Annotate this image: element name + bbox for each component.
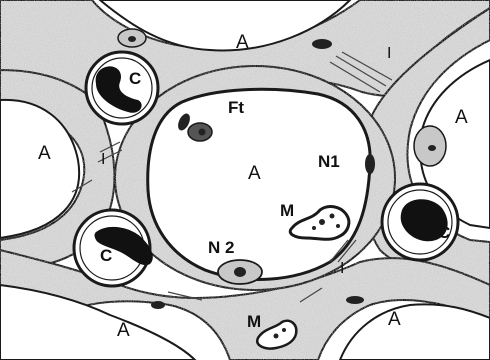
macrophage-inclusion	[330, 214, 335, 219]
label-type2-pneumocyte: N 2	[208, 238, 234, 257]
cell-top-center	[312, 39, 332, 49]
macrophage-inclusion	[312, 226, 316, 230]
capillary-bottom-left	[74, 210, 153, 286]
label-alveolus-left: A	[38, 143, 51, 164]
macrophage-inclusion	[336, 224, 340, 228]
nucleus	[234, 267, 246, 277]
label-capillary-right: C	[438, 223, 450, 242]
nucleus-type1-pneumocyte	[365, 154, 375, 174]
macrophage-inclusion	[274, 334, 279, 339]
capillary-right	[382, 184, 458, 260]
label-fibroblast: Ft	[228, 98, 244, 117]
macrophage-inclusion	[282, 328, 286, 332]
label-macrophage-central: M	[280, 201, 294, 220]
label-alveolus-right: A	[455, 107, 468, 128]
macrophage-inclusion	[319, 219, 325, 225]
label-macrophage-bottom: M	[247, 312, 261, 331]
cell-bottom-band	[346, 296, 364, 304]
nucleus	[428, 145, 436, 151]
label-alveolus-top: A	[236, 32, 249, 53]
label-capillary-bottom-left: C	[100, 246, 112, 265]
label-alveolus-bottom-right: A	[388, 309, 401, 330]
cell-bottom-left-band	[151, 301, 165, 309]
label-interstitium-left: I	[101, 151, 105, 168]
label-interstitium-bottom: I	[340, 260, 344, 277]
label-interstitium-top: I	[387, 45, 391, 62]
label-capillary-top-left: C	[129, 69, 141, 88]
label-alveolus-central: A	[248, 163, 261, 184]
fibroblast-nucleus	[199, 129, 206, 136]
nucleus	[128, 36, 136, 42]
alveolus-bottom-right	[340, 304, 490, 360]
capillary-top-left	[86, 52, 158, 124]
label-alveolus-bottom-left: A	[117, 320, 130, 341]
label-type1-pneumocyte: N1	[318, 152, 340, 171]
